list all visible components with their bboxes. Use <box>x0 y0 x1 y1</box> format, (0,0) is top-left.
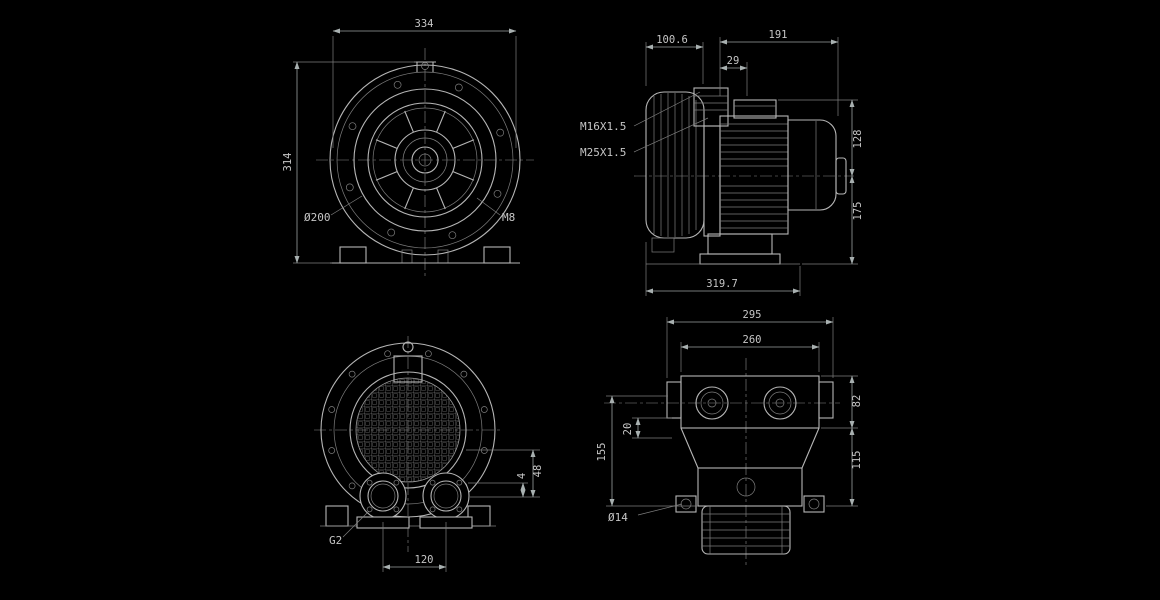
rear-dim-port-spacing: 120 <box>382 522 447 572</box>
side-port-tower <box>693 87 729 127</box>
side-dim-height-lower: 175 <box>802 175 864 265</box>
side-terminal-box <box>733 99 777 119</box>
top-left-foot <box>675 495 697 513</box>
dim-text-side-box-offset: 29 <box>727 55 740 67</box>
front-dim-height: 314 <box>282 61 416 264</box>
dim-text-top-lower: 115 <box>851 451 863 470</box>
dim-text-front-width: 334 <box>415 18 434 30</box>
front-dim-width: 334 <box>332 18 517 148</box>
side-view: 100.6 191 29 128 175 319.7 <box>580 29 864 296</box>
dim-text-rear-flange-thickness: 4 <box>516 473 528 479</box>
top-dim-inner-width: 260 <box>680 334 820 372</box>
top-port-right <box>763 386 797 420</box>
label-front-bolt: M8 <box>502 211 515 224</box>
dim-text-side-motor-length: 191 <box>769 29 788 41</box>
top-dim-upper: 82 <box>821 375 863 429</box>
side-foot <box>707 233 773 255</box>
side-base-plate <box>699 253 781 265</box>
top-body <box>666 375 834 555</box>
top-port-left <box>695 386 729 420</box>
top-view: 295 260 155 20 82 115 <box>596 309 863 568</box>
dim-text-rear-port-height: 48 <box>532 465 544 478</box>
side-dim-motor-length: 191 <box>719 29 839 116</box>
top-labels: Ø14 <box>608 503 683 524</box>
front-bolt-circles <box>345 80 505 240</box>
dim-text-rear-port-spacing: 120 <box>415 554 434 566</box>
top-dim-lower: 115 <box>826 427 863 507</box>
front-centerlines <box>316 48 534 276</box>
side-motor-body <box>719 115 789 235</box>
dim-text-front-height: 314 <box>282 153 294 172</box>
side-body <box>645 87 847 265</box>
side-dim-total-length: 319.7 <box>645 242 801 296</box>
label-front-flange: Ø200 <box>304 211 331 224</box>
top-right-foot <box>803 495 825 513</box>
side-flange <box>703 125 721 237</box>
front-lifting-eye <box>414 61 436 72</box>
dim-text-side-height-lower: 175 <box>852 202 864 221</box>
label-foot-hole: Ø14 <box>608 511 628 524</box>
side-fan-cover <box>787 119 837 211</box>
top-dim-overall-width: 295 <box>666 309 834 378</box>
dim-text-top-overall-width: 295 <box>743 309 762 321</box>
top-dim-depth: 155 <box>596 395 698 507</box>
side-shaft-cap <box>835 157 847 195</box>
dim-text-side-height-upper: 128 <box>852 130 864 149</box>
front-labels: Ø200 M8 <box>304 195 515 224</box>
dim-text-top-upper: 82 <box>851 395 863 408</box>
rear-dim-flange-thickness: 4 <box>468 473 528 498</box>
rear-view: 48 4 120 G2 <box>314 336 544 572</box>
front-right-foot <box>483 246 511 264</box>
side-thread-labels: M16X1.5 M25X1.5 <box>580 91 709 159</box>
side-motor-fins <box>720 123 788 229</box>
label-thread-large: M25X1.5 <box>580 146 626 159</box>
front-housing <box>329 61 521 264</box>
dim-text-top-offset: 20 <box>622 423 634 436</box>
dim-text-side-total-length: 319.7 <box>706 278 738 290</box>
side-dim-box-offset: 29 <box>719 55 748 96</box>
dim-text-top-depth: 155 <box>596 443 608 462</box>
rear-lifting-eye <box>402 341 414 353</box>
top-centerlines <box>604 358 840 568</box>
side-dim-blower-width: 100.6 <box>645 34 704 86</box>
front-view: 334 314 Ø200 M8 <box>282 18 534 276</box>
top-left-lug <box>666 381 682 419</box>
top-right-lug <box>818 381 834 419</box>
top-muffler-lines <box>702 506 790 554</box>
front-left-foot <box>339 246 367 264</box>
top-dim-offset: 20 <box>622 417 672 439</box>
rear-intake-mesh <box>355 377 461 483</box>
rear-dim-port-height: 48 <box>466 449 544 498</box>
dim-text-top-inner-width: 260 <box>743 334 762 346</box>
side-housing-ribs <box>653 93 697 237</box>
rear-left-foot <box>325 505 349 527</box>
dim-text-side-blower-width: 100.6 <box>656 34 688 46</box>
rear-labels: G2 <box>329 510 370 547</box>
label-thread-small: M16X1.5 <box>580 120 626 133</box>
side-dim-height-upper: 128 <box>778 99 864 177</box>
rear-top-box <box>393 355 423 383</box>
label-port-thread: G2 <box>329 534 342 547</box>
